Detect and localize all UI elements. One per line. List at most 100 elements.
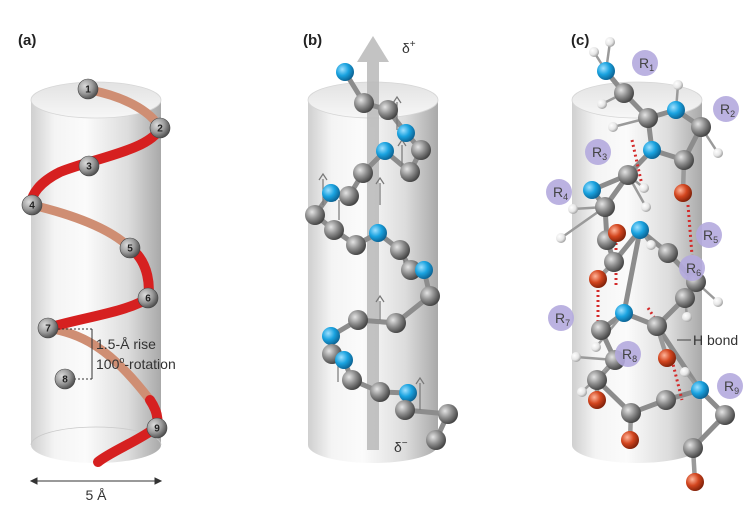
- nitrogen-atom: [335, 351, 353, 369]
- hydrogen-atom: [713, 148, 723, 158]
- r-group-label: R5: [703, 227, 718, 245]
- carbon-atom: [691, 117, 711, 137]
- rise-label: 1.5-Å rise: [96, 336, 156, 352]
- helix-marker-label: 6: [145, 294, 151, 305]
- hydrogen-atom: [591, 342, 601, 352]
- carbon-atom: [386, 313, 406, 333]
- r-group-label: R1: [639, 55, 654, 73]
- r-group-label: R2: [720, 101, 735, 119]
- hydrogen-atom: [589, 47, 599, 57]
- carbon-atom: [618, 165, 638, 185]
- r-group-label: R8: [622, 346, 637, 364]
- nitrogen-atom: [397, 124, 415, 142]
- carbon-atom: [342, 370, 362, 390]
- carbon-atom: [390, 240, 410, 260]
- carbon-atom: [420, 286, 440, 306]
- delta-plus-label: δ+: [402, 39, 416, 56]
- nitrogen-atom: [369, 224, 387, 242]
- oxygen-atom: [658, 349, 676, 367]
- carbon-atom: [370, 382, 390, 402]
- hydrogen-atom: [556, 233, 566, 243]
- carbon-atom: [438, 404, 458, 424]
- r-group-7: R7: [548, 305, 574, 331]
- carbon-atom: [658, 243, 678, 263]
- carbon-atom: [604, 252, 624, 272]
- h-bond-dashes: [670, 359, 684, 401]
- carbon-atom: [348, 310, 368, 330]
- carbon-atom: [411, 140, 431, 160]
- hydrogen-atom: [682, 312, 692, 322]
- hydrogen-atom: [608, 122, 618, 132]
- nitrogen-atom: [336, 63, 354, 81]
- panel-a: (a) 1.5-Å rise 100o-rotation: [18, 32, 176, 503]
- carbon-atom: [426, 430, 446, 450]
- carbon-atom: [638, 108, 658, 128]
- carbon-atom: [621, 403, 641, 423]
- hydrogen-atom: [713, 297, 723, 307]
- carbon-atom: [401, 260, 421, 280]
- helix-marker-label: 7: [45, 324, 51, 335]
- helix-marker-label: 2: [157, 124, 163, 135]
- width-arrow: [29, 477, 163, 485]
- oxygen-atom: [608, 224, 626, 242]
- carbon-atom: [675, 288, 695, 308]
- peptide-dipole-arrow: [375, 294, 385, 320]
- h-bond-label: H bond: [693, 332, 738, 348]
- helix-marker-label: 3: [86, 162, 92, 173]
- nitrogen-atom: [322, 184, 340, 202]
- peptide-dipole-arrow: [375, 176, 385, 205]
- r-group-label: R9: [724, 378, 739, 396]
- r-group-label: R7: [555, 310, 570, 328]
- r-group-1: R1: [632, 50, 658, 76]
- carbon-atom: [395, 400, 415, 420]
- hydrogen-atom: [673, 80, 683, 90]
- panel-a-label: (a): [18, 32, 36, 49]
- carbon-atom: [378, 100, 398, 120]
- carbon-atom: [656, 390, 676, 410]
- r-group-3: R3: [585, 139, 611, 165]
- width-label: 5 Å: [85, 487, 107, 503]
- hydrogen-atom: [641, 202, 651, 212]
- oxygen-atom: [621, 431, 639, 449]
- r-group-2: R2: [713, 96, 739, 122]
- r-group-5: R5: [696, 222, 722, 248]
- carbon-atom: [683, 438, 703, 458]
- atom-bond: [654, 323, 703, 393]
- carbon-atom: [324, 220, 344, 240]
- hydrogen-atom: [577, 387, 587, 397]
- nitrogen-atom: [643, 141, 661, 159]
- atom-bond: [621, 227, 643, 316]
- helix-marker-8: 8: [54, 368, 76, 390]
- helix-marker-4: 4: [21, 194, 43, 216]
- nitrogen-atom: [399, 384, 417, 402]
- helix-marker-label: 5: [127, 244, 133, 255]
- r-group-8: R8: [615, 341, 641, 367]
- oxygen-atom: [686, 473, 704, 491]
- carbon-atom: [354, 93, 374, 113]
- panel-b-label: (b): [303, 32, 322, 49]
- r-group-label: R6: [686, 260, 701, 278]
- oxygen-atom: [589, 270, 607, 288]
- carbon-atom: [591, 320, 611, 340]
- carbon-atom: [339, 186, 359, 206]
- helix-marker-2: 2: [149, 117, 171, 139]
- carbon-atom: [595, 197, 615, 217]
- hydrogen-atom: [568, 204, 578, 214]
- helix-marker-9: 9: [146, 417, 168, 439]
- hydrogen-atom: [639, 183, 649, 193]
- hydrogen-atom: [605, 37, 615, 47]
- nitrogen-atom: [322, 327, 340, 345]
- carbon-atom: [715, 405, 735, 425]
- hydrogen-atom: [597, 99, 607, 109]
- nitrogen-atom: [667, 101, 685, 119]
- helix-marker-label: 8: [62, 375, 68, 386]
- nitrogen-atom: [615, 304, 633, 322]
- hydrogen-atom: [571, 352, 581, 362]
- r-group-label: R3: [592, 144, 607, 162]
- helix-marker-5: 5: [119, 237, 141, 259]
- helix-marker-7: 7: [37, 317, 59, 339]
